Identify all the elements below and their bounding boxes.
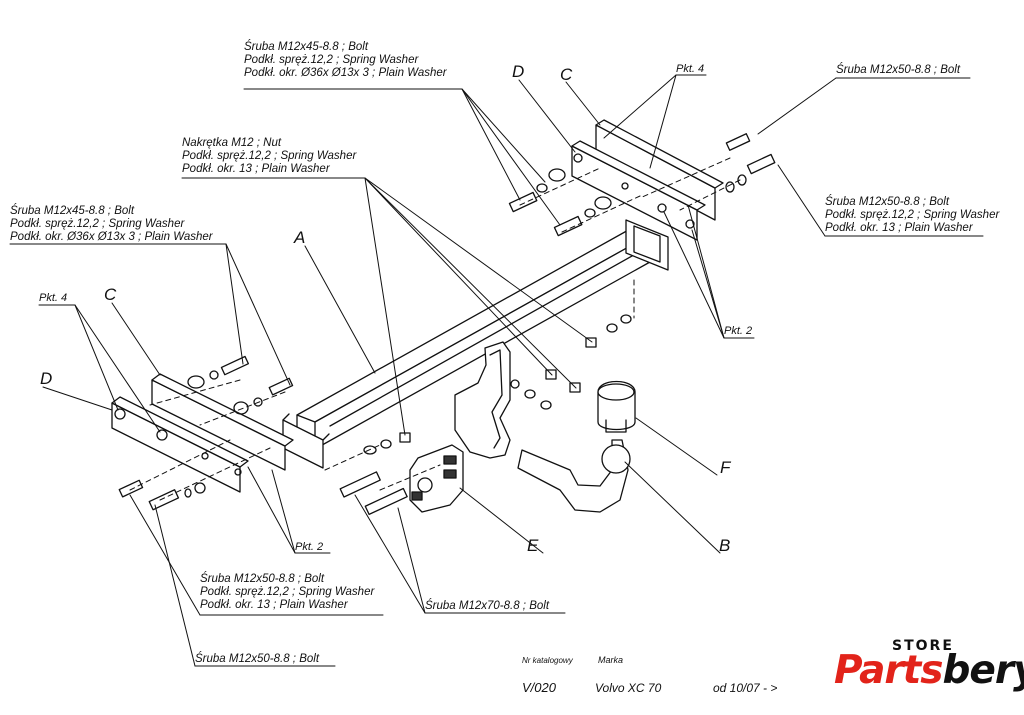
pkt4-left: Pkt. 4 [39, 292, 68, 304]
callout-line: Podkł. spręż.12,2 ; Spring Washer [200, 586, 375, 598]
callout-line: Podkł. spręż.12,2 ; Spring Washer [825, 209, 1000, 221]
catalog-number-label: Nr katalogowy [522, 656, 573, 665]
callout-line: Śruba M12x45-8.8 ; Bolt [244, 41, 369, 53]
callout-nut: Nakrętka M12 ; Nut Podkł. spręż.12,2 ; S… [182, 137, 356, 176]
pkt2-right: Pkt. 2 [724, 325, 753, 337]
part-label-E: E [527, 536, 539, 555]
callout-top-right-bolt: Śruba M12x50-8.8 ; Bolt [836, 64, 960, 77]
date-range-value: od 10/07 - > [713, 681, 778, 695]
callout-left-bolt: Śruba M12x45-8.8 ; Bolt Podkł. spręż.12,… [10, 205, 213, 244]
callout-bottom-bolt: Śruba M12x50-8.8 ; Bolt [195, 653, 319, 666]
callout-right-bolt: Śruba M12x50-8.8 ; Bolt Podkł. spręż.12,… [825, 196, 999, 235]
part-label-C-left: C [104, 285, 117, 304]
callout-line: Podkł. okr. 13 ; Plain Washer [825, 222, 973, 234]
part-label-D-right: D [512, 62, 525, 81]
logo-main-text: Partsbery [834, 648, 1024, 693]
callout-line: Podkł. okr. Ø36x Ø13x 3 ; Plain Washer [10, 231, 213, 243]
pkt4-top: Pkt. 4 [676, 63, 705, 75]
socket-plate-E [409, 444, 464, 513]
brand-value: Volvo XC 70 [595, 681, 662, 695]
washer-set [184, 168, 747, 498]
assembly-dashed-lines [129, 157, 741, 501]
logo-store-text: STORE [892, 638, 954, 654]
logo-parts-text: Parts [834, 648, 943, 693]
leader-lines [9, 74, 984, 667]
callout-bottom-left-bolt: Śruba M12x50-8.8 ; Bolt Podkł. spręż.12,… [200, 573, 374, 612]
tow-ball-arm-B [517, 439, 631, 513]
part-label-D-left: D [40, 369, 53, 388]
logo-bery-text: bery [942, 648, 1024, 693]
callout-line: Podkł. okr. 13 ; Plain Washer [182, 163, 330, 175]
callout-line: Śruba M12x50-8.8 ; Bolt [836, 64, 961, 76]
callout-line: Nakrętka M12 ; Nut [182, 137, 282, 149]
brand-label: Marka [598, 655, 624, 665]
center-bracket [454, 341, 511, 459]
callout-line: Śruba M12x50-8.8 ; Bolt [825, 196, 950, 208]
part-label-B: B [719, 536, 731, 555]
callout-line: Śruba M12x70-8.8 ; Bolt [425, 600, 550, 612]
callout-top-left-bolt: Śruba M12x45-8.8 ; Bolt Podkł. spręż.12,… [244, 41, 447, 80]
part-label-F: F [720, 458, 731, 477]
callout-line: Podkł. spręż.12,2 ; Spring Washer [182, 150, 357, 162]
callout-line: Śruba M12x50-8.8 ; Bolt [200, 573, 325, 585]
callout-line: Śruba M12x45-8.8 ; Bolt [10, 205, 135, 217]
ball-cover-F [597, 380, 636, 433]
callout-line: Śruba M12x50-8.8 ; Bolt [195, 653, 320, 665]
tube-end-right [625, 219, 669, 271]
plate-D-left [111, 396, 249, 493]
plate-C-left [151, 373, 294, 471]
callout-m70-bolt: Śruba M12x70-8.8 ; Bolt [425, 600, 549, 613]
pkt2-bottom: Pkt. 2 [295, 541, 324, 553]
callout-line: Podkł. spręż.12,2 ; Spring Washer [10, 218, 185, 230]
catalog-number-value: V/020 [522, 680, 556, 695]
part-label-A: A [294, 228, 306, 247]
callout-line: Podkł. okr. 13 ; Plain Washer [200, 599, 348, 611]
part-label-C-right: C [560, 65, 573, 84]
callout-line: Podkł. spręż.12,2 ; Spring Washer [244, 54, 419, 66]
callout-line: Podkł. okr. Ø36x Ø13x 3 ; Plain Washer [244, 67, 447, 79]
